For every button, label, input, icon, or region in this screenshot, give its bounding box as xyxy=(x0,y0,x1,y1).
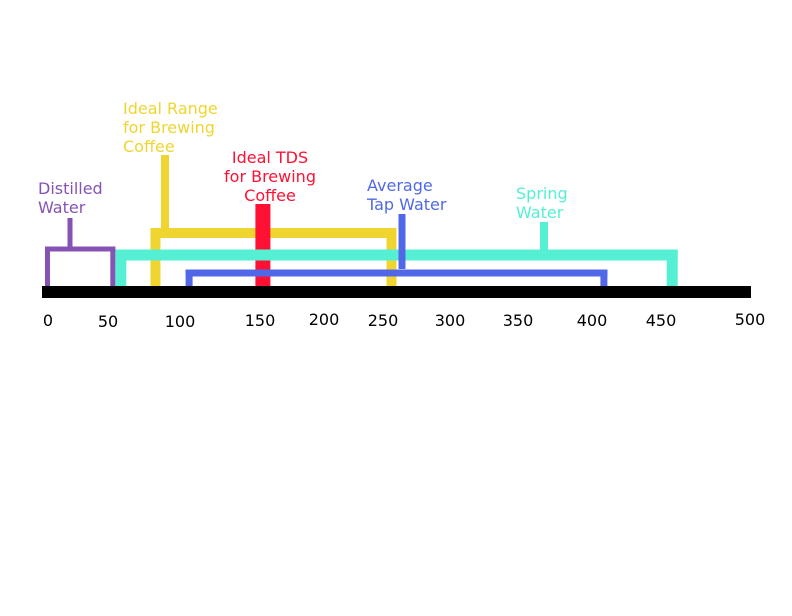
distilled-bracket-left-leg xyxy=(45,246,50,286)
tick-label-450: 450 xyxy=(646,311,677,330)
ideal-tds-marker-bar xyxy=(255,204,271,286)
distilled-bracket-bar xyxy=(45,246,116,252)
tap-bracket-right-leg xyxy=(600,269,608,286)
spring-bracket-left-leg xyxy=(115,249,127,286)
distilled-bracket-stem xyxy=(67,218,73,249)
tick-label-100: 100 xyxy=(165,312,196,331)
axis-bar xyxy=(42,286,751,298)
tap-bracket-left-leg xyxy=(185,269,193,286)
tick-label-500: 500 xyxy=(735,310,766,329)
tick-label-150: 150 xyxy=(245,311,276,330)
spring-bracket-stem xyxy=(540,222,548,255)
tick-label-200: 200 xyxy=(309,310,340,329)
tick-label-250: 250 xyxy=(368,311,399,330)
tick-label-350: 350 xyxy=(503,311,534,330)
tick-label-50: 50 xyxy=(98,312,118,331)
tick-label-0: 0 xyxy=(43,311,53,330)
tap-bracket-stem xyxy=(398,214,406,269)
tick-label-300: 300 xyxy=(435,311,466,330)
ideal-range-bracket-bar xyxy=(150,228,397,238)
tap-bracket-bar xyxy=(185,269,608,277)
distilled-bracket-right-leg xyxy=(110,246,116,286)
spring-bracket-bar xyxy=(115,249,678,261)
tick-label-400: 400 xyxy=(577,311,608,330)
spring-bracket-right-leg xyxy=(666,249,678,286)
ideal-range-bracket-stem xyxy=(161,155,169,233)
